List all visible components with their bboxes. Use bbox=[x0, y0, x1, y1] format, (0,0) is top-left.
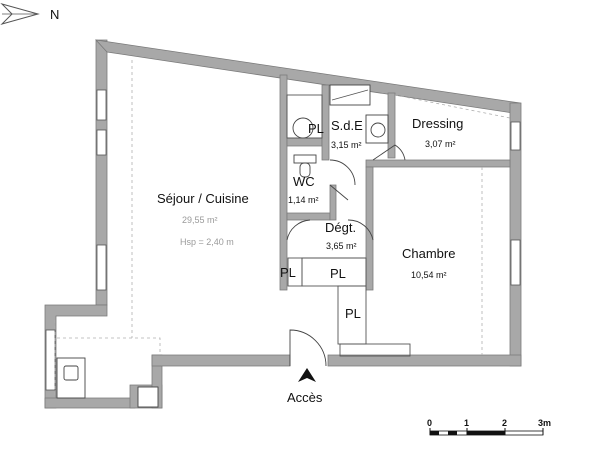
room-chambre-name: Chambre bbox=[402, 246, 455, 261]
pl-label-sde: PL bbox=[308, 121, 324, 136]
north-letter: N bbox=[50, 7, 59, 22]
scale-tick-2: 2 bbox=[502, 418, 507, 428]
room-degt-name: Dégt. bbox=[325, 220, 356, 235]
doors bbox=[286, 144, 406, 367]
windows bbox=[45, 89, 521, 391]
room-sde-area: 3,15 m² bbox=[331, 140, 362, 150]
scale-tick-1: 1 bbox=[464, 418, 469, 428]
north-arrow: N bbox=[0, 3, 59, 25]
room-dressing-name: Dressing bbox=[412, 116, 463, 131]
scale-bar: 0 1 2 3m bbox=[427, 418, 551, 436]
scale-tick-0: 0 bbox=[427, 418, 432, 428]
walls bbox=[44, 39, 522, 409]
room-degt-area: 3,65 m² bbox=[326, 241, 357, 251]
room-sejour-name: Séjour / Cuisine bbox=[157, 191, 249, 206]
entrance-arrow-icon bbox=[298, 368, 316, 382]
room-sejour-area: 29,55 m² bbox=[182, 215, 218, 225]
pl-label-bottom: PL bbox=[345, 306, 361, 321]
room-sejour-hsp: Hsp = 2,40 m bbox=[180, 237, 234, 247]
room-dressing-area: 3,07 m² bbox=[425, 139, 456, 149]
room-wc-area: 1,14 m² bbox=[288, 195, 319, 205]
pl-label-wide: PL bbox=[330, 266, 346, 281]
room-sde-name: S.d.E bbox=[331, 118, 363, 133]
room-chambre-area: 10,54 m² bbox=[411, 270, 447, 280]
entrance-label: Accès bbox=[287, 390, 323, 405]
scale-tick-3: 3m bbox=[538, 418, 551, 428]
room-wc-name: WC bbox=[293, 174, 315, 189]
interior-lines bbox=[54, 60, 511, 408]
pl-label-small: PL bbox=[280, 265, 296, 280]
